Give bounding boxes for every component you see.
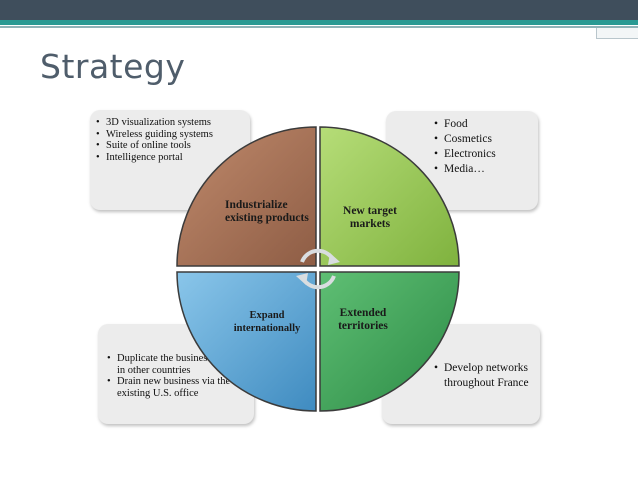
header-accent-stripe [0,20,638,25]
callout-products-list: 3D visualization systems Wireless guidin… [96,117,246,163]
list-item: Duplicate the business model in other co… [107,353,247,376]
list-item: Media… [434,162,496,177]
list-item: Wireless guiding systems [96,129,246,141]
quadrant-label-new-target-markets: New target markets [343,205,397,230]
quadrant-top-right [319,126,460,267]
list-item: Drain new business via the existing U.S.… [107,376,247,399]
header-thin-stripe [0,26,638,28]
list-item: Intelligence portal [96,152,246,164]
list-item: 3D visualization systems [96,117,246,129]
quadrant-bottom-left [176,271,317,412]
header-corner-tab [596,28,638,39]
list-item: Food [434,117,496,132]
header-bar [0,0,638,20]
quadrant-label-expand-internationally: Expand internationally [233,310,301,334]
quadrant-label-extended-territories: Extended territories [338,307,388,332]
quadrant-top-left [176,126,317,267]
callout-markets-list: Food Cosmetics Electronics Media… [434,117,496,177]
list-item: Cosmetics [434,132,496,147]
cycle-arrows-icon [296,248,340,290]
callout-territories-list: Develop networks throughout France [434,361,534,391]
list-item: Suite of online tools [96,140,246,152]
quadrant-bottom-right [319,271,460,412]
callout-international-list: Duplicate the business model in other co… [107,353,247,399]
slide-title: Strategy [40,47,186,86]
quadrant-label-industrialize: Industrialize existing products [225,199,309,224]
list-item: Electronics [434,147,496,162]
list-item: Develop networks throughout France [434,361,534,391]
